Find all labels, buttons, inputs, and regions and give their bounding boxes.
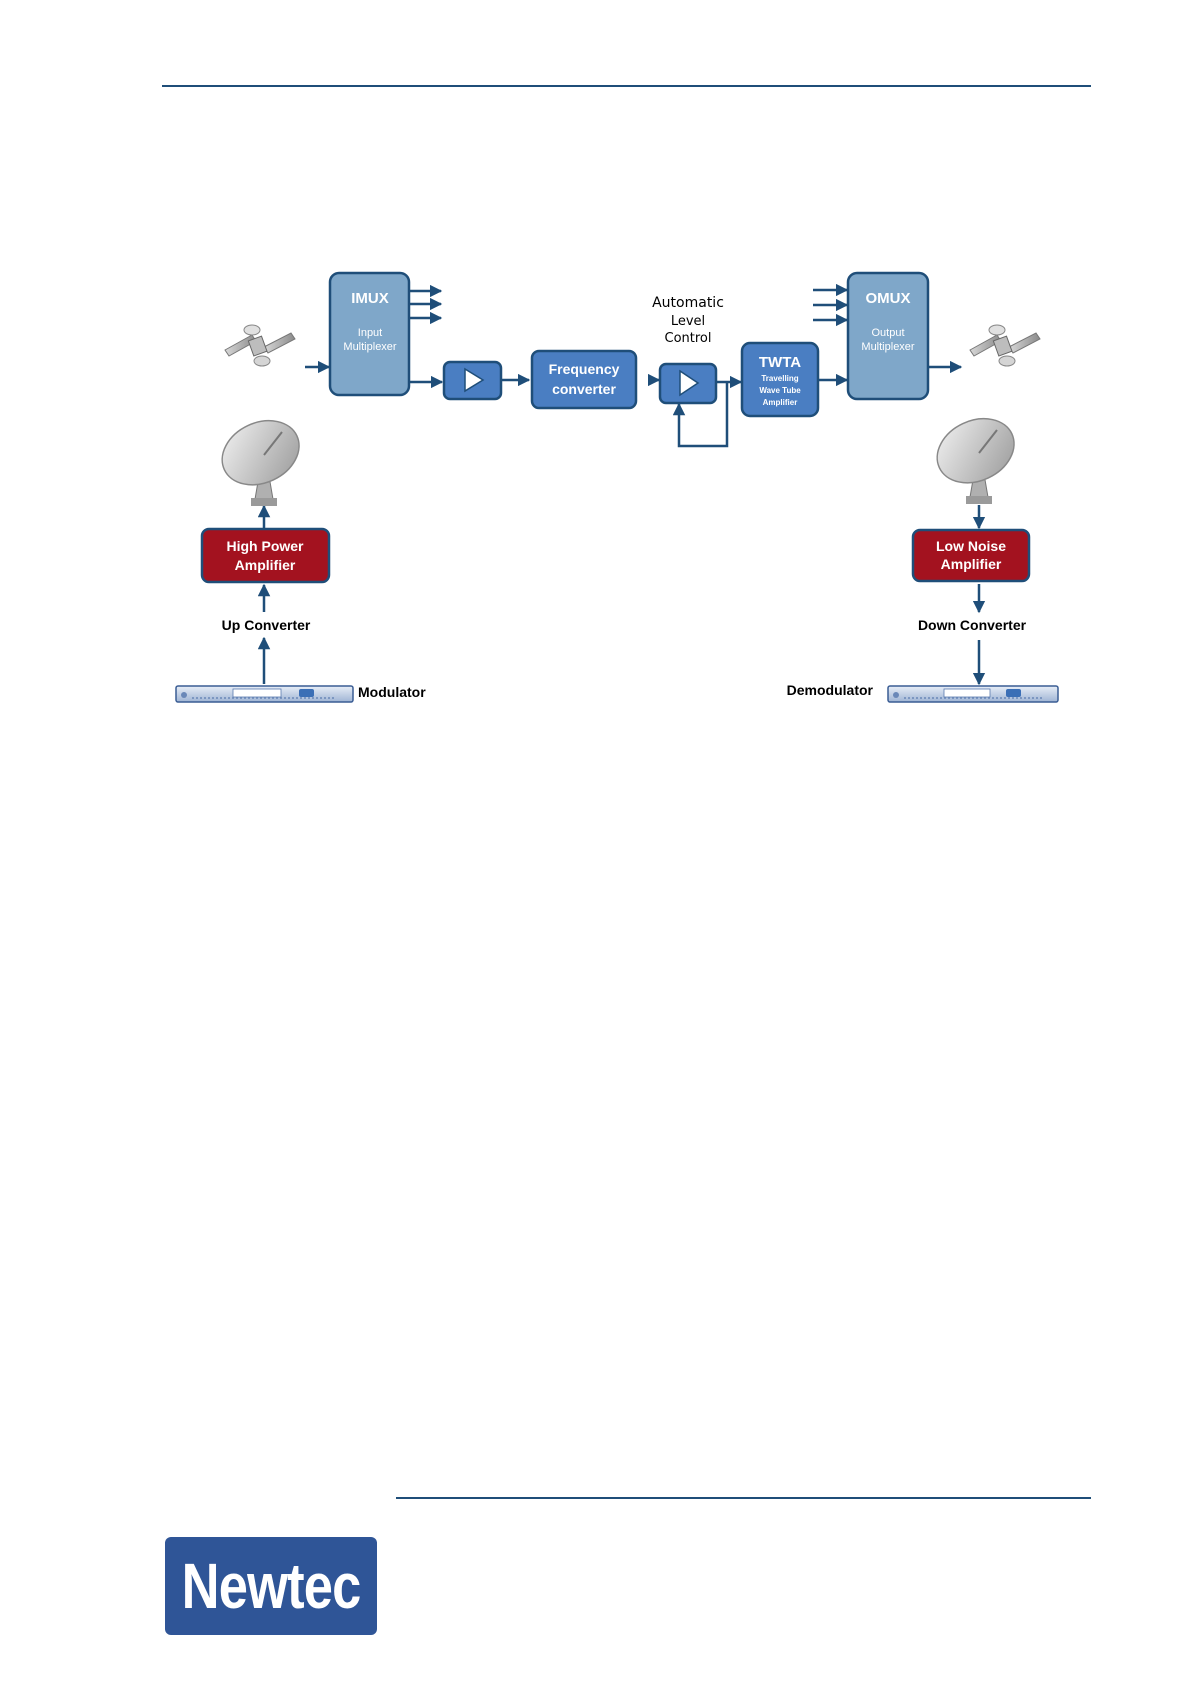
imux-title: IMUX xyxy=(351,290,389,307)
high-power-amplifier-block: High Power Amplifier xyxy=(202,529,329,582)
freq-line1: Frequency xyxy=(549,361,620,377)
alc-amplifier-block xyxy=(660,364,716,403)
satellite-dish-icon xyxy=(212,409,310,506)
hpa-line1: High Power xyxy=(226,538,304,554)
imux-block: IMUX Input Multiplexer xyxy=(330,273,409,395)
imux-line1: Input xyxy=(358,327,382,339)
twta-title: TWTA xyxy=(759,354,801,371)
twta-line1: Travelling xyxy=(761,374,798,383)
alc-label-line3: Control xyxy=(665,331,712,346)
frequency-converter-block: Frequency converter xyxy=(532,351,636,408)
omux-block: OMUX Output Multiplexer xyxy=(848,273,928,399)
imux-line2: Multiplexer xyxy=(343,341,397,353)
omux-line2: Multiplexer xyxy=(861,341,915,353)
amplifier-block-1 xyxy=(444,362,501,399)
demodulator-label: Demodulator xyxy=(787,682,874,698)
satellite-icon xyxy=(225,325,295,366)
omux-line1: Output xyxy=(871,327,904,339)
modulator-label: Modulator xyxy=(358,684,426,700)
satellite-dish-icon xyxy=(927,407,1025,504)
low-noise-amplifier-block: Low Noise Amplifier xyxy=(913,530,1029,581)
modulator-rack-icon xyxy=(176,686,353,702)
twta-block: TWTA Travelling Wave Tube Amplifier xyxy=(742,343,818,416)
alc-label-line1: Automatic xyxy=(652,295,724,311)
hpa-line2: Amplifier xyxy=(235,557,296,573)
down-converter-label: Down Converter xyxy=(918,617,1027,633)
newtec-logo: Newtec xyxy=(165,1537,377,1635)
omux-title: OMUX xyxy=(866,290,911,307)
alc-label-line2: Level xyxy=(671,314,705,329)
up-converter-label: Up Converter xyxy=(222,617,311,633)
freq-line2: converter xyxy=(552,381,616,397)
lna-line1: Low Noise xyxy=(936,538,1006,554)
lna-line2: Amplifier xyxy=(941,556,1002,572)
demodulator-rack-icon xyxy=(888,686,1058,702)
logo-text: Newtec xyxy=(182,1549,361,1623)
satellite-icon xyxy=(970,325,1040,366)
twta-line3: Amplifier xyxy=(763,398,798,407)
twta-line2: Wave Tube xyxy=(759,386,801,395)
